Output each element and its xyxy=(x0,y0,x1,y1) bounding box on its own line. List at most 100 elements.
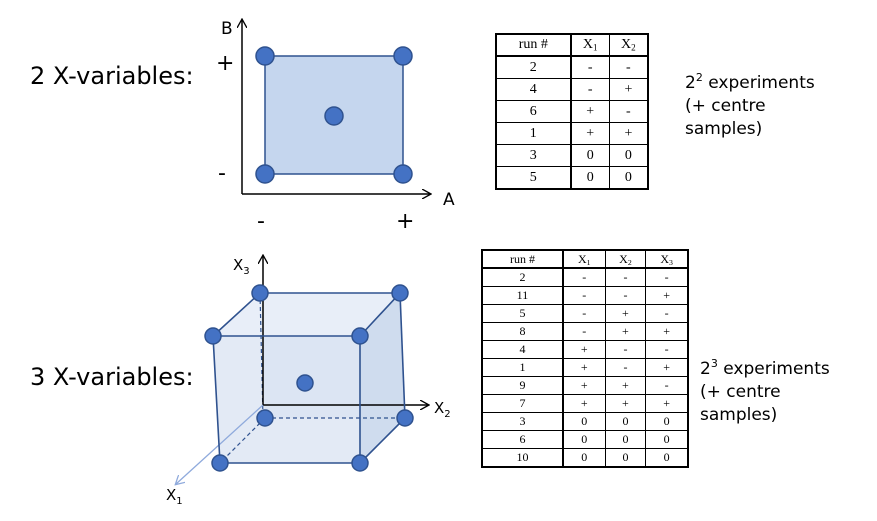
table-row: 2-- xyxy=(495,55,649,79)
table-cell: - xyxy=(604,267,647,287)
table-cell: 1 xyxy=(481,358,564,377)
table-cell: - xyxy=(604,286,647,305)
table-cell: - xyxy=(645,304,689,323)
table-cell: - xyxy=(562,322,606,341)
table-cell: 0 xyxy=(645,412,689,431)
axis-b-label: B xyxy=(221,19,233,39)
table-cell: 0 xyxy=(562,448,606,468)
table-row: 4-+ xyxy=(495,78,649,101)
table-cell: 0 xyxy=(562,412,606,431)
table-cell: + xyxy=(645,286,689,305)
table-cell: 0 xyxy=(608,166,649,190)
table-cell: 11 xyxy=(481,286,564,305)
table-cell: 1 xyxy=(495,122,572,145)
table-cell: - xyxy=(645,340,689,359)
square-axes xyxy=(242,20,430,194)
design-point xyxy=(396,409,414,427)
axis-a-minus: - xyxy=(257,209,265,234)
table-cell: - xyxy=(570,55,610,79)
table-row: 11--+ xyxy=(481,286,689,305)
design-point xyxy=(393,164,413,184)
table-row: 1+-+ xyxy=(481,358,689,377)
table-cell: - xyxy=(562,267,606,287)
table-row: 8-++ xyxy=(481,322,689,341)
table-header-cell: run # xyxy=(495,33,572,57)
table-cell: 8 xyxy=(481,322,564,341)
design-point xyxy=(251,284,269,302)
design-point xyxy=(351,454,369,472)
table-cell: - xyxy=(562,286,606,305)
table-cell: + xyxy=(562,394,606,413)
table-cell: 5 xyxy=(495,166,572,190)
table-cell: 3 xyxy=(481,412,564,431)
table-header-row: run # X1 X2 X3 xyxy=(481,249,689,269)
centre-point xyxy=(296,374,314,392)
axis-a-label: A xyxy=(443,190,455,210)
cube-front-face xyxy=(213,336,360,463)
row-label-3-variables: 3 X-variables: xyxy=(30,363,194,391)
table-cell: + xyxy=(608,122,649,145)
table-cell: + xyxy=(570,122,610,145)
table-header-cell: run # xyxy=(481,249,564,269)
table-header-row: run # X1 X2 xyxy=(495,33,649,57)
table-row: 4+-- xyxy=(481,340,689,359)
table-cell: 9 xyxy=(481,376,564,395)
table-row: 9++- xyxy=(481,376,689,395)
table-cell: 0 xyxy=(604,448,647,468)
table-cell: 0 xyxy=(570,144,610,167)
table-cell: + xyxy=(645,358,689,377)
table-header-cell: X2 xyxy=(604,249,647,269)
table-row: 6+- xyxy=(495,100,649,123)
table-row: 1++ xyxy=(495,122,649,145)
table-cell: - xyxy=(604,340,647,359)
axis-x2-label: X2 xyxy=(434,399,451,420)
table-cell: 0 xyxy=(604,412,647,431)
cube-hidden-edge xyxy=(219,417,266,464)
table-row: 2--- xyxy=(481,267,689,287)
table-cell: - xyxy=(608,100,649,123)
experiments-note-2-variables: 22 experiments (+ centre samples) xyxy=(685,71,815,139)
design-table-3-variables: run # X1 X2 X3 2--- 11--+ 5-+- 8-++ 4+--… xyxy=(481,249,689,468)
table-cell: 0 xyxy=(645,448,689,468)
table-cell: - xyxy=(570,78,610,101)
experiments-note-3-variables: 23 experiments (+ centre samples) xyxy=(700,357,830,425)
table-cell: + xyxy=(604,394,647,413)
table-header-cell: X3 xyxy=(645,249,689,269)
table-cell: 2 xyxy=(481,267,564,287)
table-cell: 0 xyxy=(645,430,689,449)
table-cell: + xyxy=(562,340,606,359)
axis-a-plus: + xyxy=(396,209,414,234)
table-row: 5-+- xyxy=(481,304,689,323)
table-cell: 2 xyxy=(495,55,572,79)
centre-point xyxy=(324,106,344,126)
table-cell: + xyxy=(604,304,647,323)
table-cell: + xyxy=(645,394,689,413)
design-point xyxy=(255,164,275,184)
table-cell: 0 xyxy=(604,430,647,449)
table-cell: - xyxy=(645,376,689,395)
table-cell: - xyxy=(562,304,606,323)
table-header-cell: X1 xyxy=(570,33,610,57)
row-label-2-variables: 2 X-variables: xyxy=(30,62,194,90)
table-cell: + xyxy=(562,358,606,377)
table-header-cell: X2 xyxy=(608,33,649,57)
design-point xyxy=(255,46,275,66)
table-cell: 5 xyxy=(481,304,564,323)
table-cell: + xyxy=(645,322,689,341)
table-cell: 4 xyxy=(495,78,572,101)
cube-right-face xyxy=(360,293,405,463)
table-cell: + xyxy=(604,376,647,395)
table-cell: 10 xyxy=(481,448,564,468)
design-point xyxy=(204,327,222,345)
table-cell: - xyxy=(608,55,649,79)
table-cell: 7 xyxy=(481,394,564,413)
table-cell: + xyxy=(608,78,649,101)
table-cell: 0 xyxy=(570,166,610,190)
